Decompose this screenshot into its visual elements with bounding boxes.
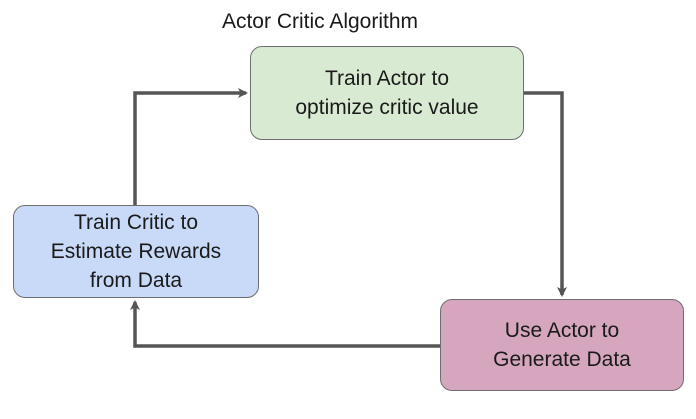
diagram-title: Actor Critic Algorithm	[221, 10, 419, 33]
node-train-actor-label: Train Actor to optimize critic value	[295, 67, 479, 119]
node-train-critic-label: Train Critic to Estimate Rewards from Da…	[50, 211, 222, 292]
arrow-generate-to-critic	[130, 300, 440, 348]
arrow-actor-to-generate	[524, 91, 567, 297]
node-train-critic: Train Critic to Estimate Rewards from Da…	[13, 205, 259, 298]
node-use-actor: Use Actor to Generate Data	[440, 299, 684, 391]
node-use-actor-label: Use Actor to Generate Data	[493, 319, 631, 371]
node-train-actor: Train Actor to optimize critic value	[250, 46, 524, 140]
arrow-critic-to-actor	[133, 88, 248, 205]
